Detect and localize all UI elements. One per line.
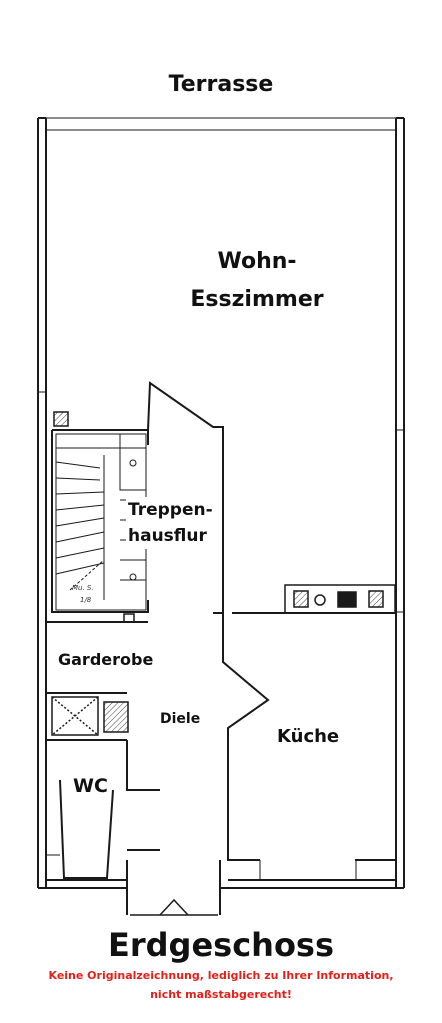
- chimney-niche: [53, 411, 69, 427]
- wc-label: WC: [73, 775, 108, 797]
- stair-label-line2: hausflur: [128, 526, 207, 546]
- hall-label: Diele: [160, 711, 201, 727]
- terrace-label: Terrasse: [168, 72, 274, 97]
- handwritten-note-1: Mu. S.: [72, 584, 94, 592]
- kitchen-counter: [284, 584, 396, 614]
- wardrobe-storage: [51, 696, 129, 736]
- stairwell-label: Treppen- hausflur: [126, 497, 215, 549]
- wardrobe-label: Garderobe: [58, 650, 154, 669]
- outer-walls: [37, 117, 405, 889]
- kitchen-label: Küche: [277, 726, 340, 747]
- living-label-line1: Wohn-: [217, 249, 297, 274]
- staircase: [55, 433, 147, 611]
- entrance-door: [130, 898, 218, 916]
- stair-post: [123, 613, 135, 623]
- living-dining-label: Wohn- Esszimmer: [172, 243, 342, 319]
- living-label-line2: Esszimmer: [190, 287, 324, 312]
- disclaimer: Keine Originalzeichnung, lediglich zu Ih…: [0, 966, 442, 1004]
- interior-walls: [46, 381, 396, 915]
- floor-title: Erdgeschoss: [107, 926, 335, 964]
- disclaimer-line2: nicht maßstabgerecht!: [150, 988, 292, 1001]
- disclaimer-line1: Keine Originalzeichnung, lediglich zu Ih…: [48, 969, 394, 982]
- stair-label-line1: Treppen-: [128, 500, 213, 520]
- handwritten-note-2: 1/8: [80, 596, 92, 604]
- window-marks: [38, 391, 404, 880]
